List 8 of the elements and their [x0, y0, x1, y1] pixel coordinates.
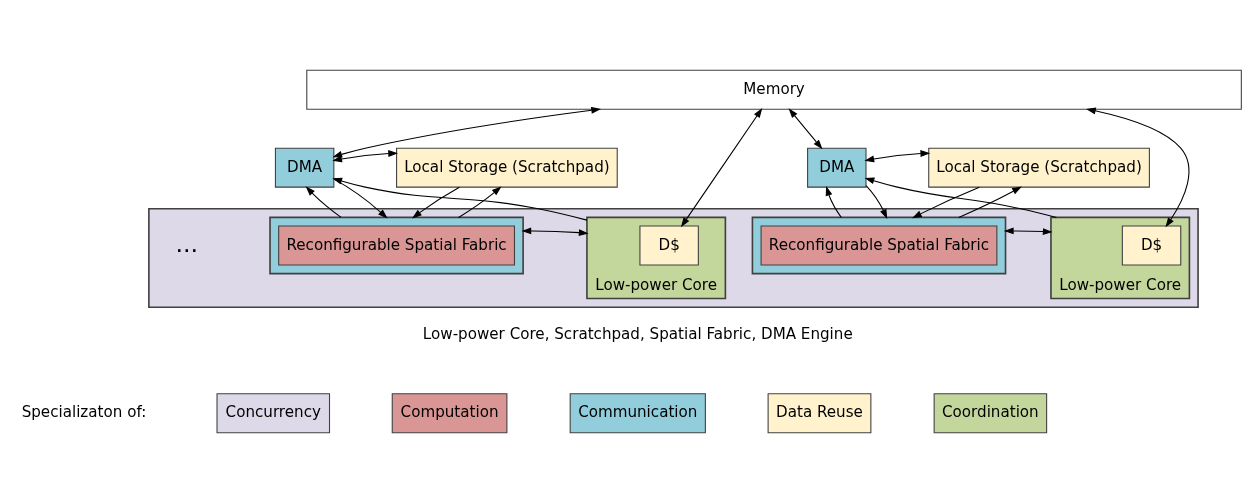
- legend-label: Communication: [578, 402, 698, 421]
- legend-label: Computation: [400, 402, 499, 421]
- legend-label: Concurrency: [225, 402, 321, 421]
- label: Low-power Core, Scratchpad, Spatial Fabric, DMA Engine: [422, 324, 853, 343]
- legend-label: Data Reuse: [776, 402, 863, 421]
- label: ...: [175, 229, 199, 258]
- label: Specializaton of:: [21, 402, 147, 421]
- legend-label: Coordination: [942, 402, 1039, 421]
